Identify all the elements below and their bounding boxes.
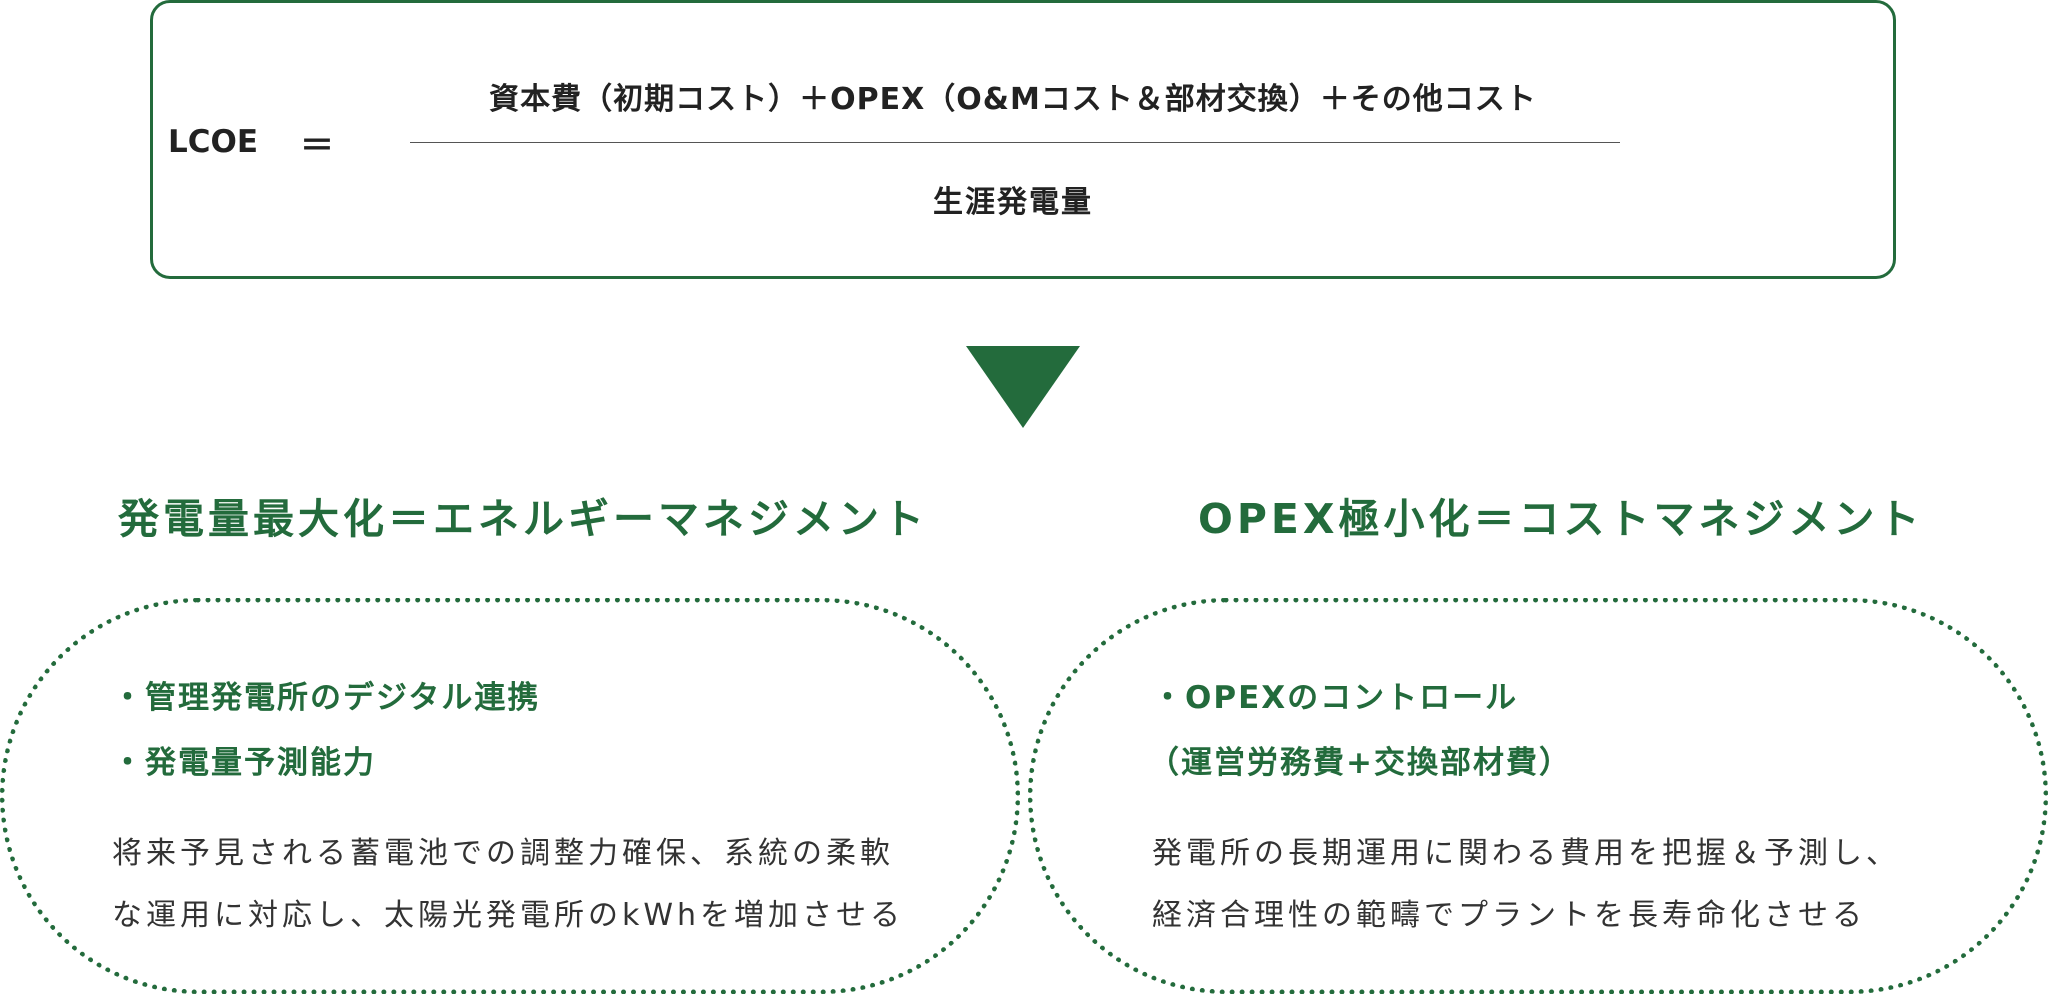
right-bullet-item: ・OPEXのコントロール — [1152, 680, 1519, 716]
left-bullet-item: ・管理発電所のデジタル連携 — [112, 680, 541, 716]
left-dotted-oval — [0, 598, 1020, 994]
left-bullet-item: ・発電量予測能力 — [112, 745, 376, 781]
formula-denominator: 生涯発電量 — [933, 185, 1093, 220]
down-arrow-icon — [966, 346, 1080, 428]
fraction-line — [410, 142, 1620, 143]
right-dotted-oval — [1028, 598, 2048, 994]
right-body-line: 経済合理性の範疇でプラントを長寿命化させる — [1152, 898, 1866, 933]
left-body-line: な運用に対応し、太陽光発電所のkWhを増加させる — [112, 898, 905, 933]
left-heading: 発電量最大化＝エネルギーマネジメント — [118, 495, 928, 543]
lcoe-formula-box — [150, 0, 1896, 279]
formula-numerator: 資本費（初期コスト）＋OPEX（O&Mコスト＆部材交換）＋その他コスト — [489, 82, 1537, 117]
left-body-line: 将来予見される蓄電池での調整力確保、系統の柔軟 — [112, 836, 894, 871]
formula-lhs: LCOE — [168, 124, 259, 160]
right-heading: OPEX極小化＝コストマネジメント — [1198, 495, 1924, 543]
right-bullet-item: （運営労務費+交換部材費） — [1148, 745, 1572, 781]
right-body-line: 発電所の長期運用に関わる費用を把握＆予測し、 — [1152, 836, 1900, 871]
formula-equals-sign: ＝ — [300, 126, 334, 166]
